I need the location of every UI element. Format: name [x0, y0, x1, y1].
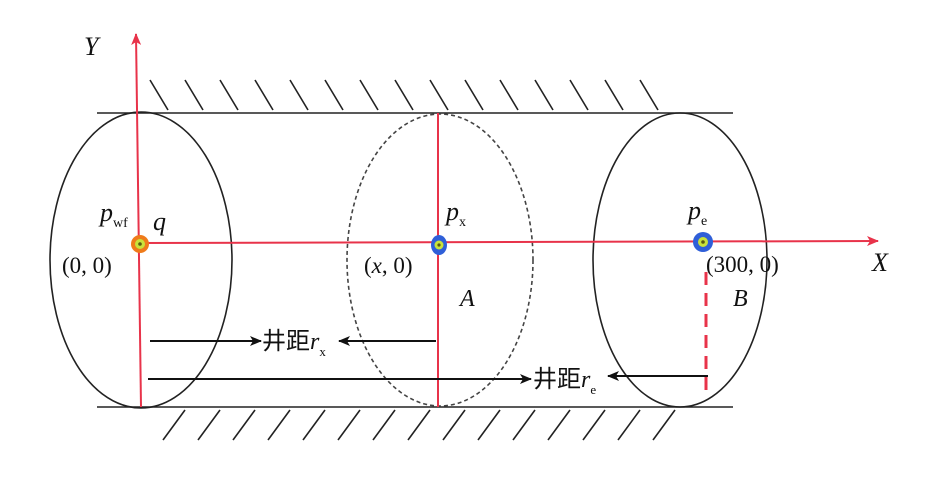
end-coord: (300, 0): [706, 252, 779, 277]
left-cross-section: [49, 111, 233, 409]
middle-coord: (x, 0): [364, 253, 413, 278]
re-distance-label: 井距re: [533, 366, 596, 397]
x-axis-label: X: [871, 248, 889, 277]
px-label: px: [444, 197, 466, 230]
rx-distance-label: 井距rx: [262, 328, 326, 359]
origin-marker: [131, 235, 149, 253]
end-marker: [693, 232, 713, 252]
top-boundary-hatching: [149, 79, 659, 111]
right-cross-section: [592, 112, 768, 408]
q-label: q: [153, 207, 166, 236]
pwf-label: pwf: [98, 198, 128, 231]
bottom-boundary-hatching: [162, 409, 676, 441]
x-axis: [140, 236, 879, 247]
pe-label: pe: [686, 196, 707, 229]
y-axis-label: Y: [84, 32, 101, 61]
origin-coord: (0, 0): [62, 253, 112, 278]
a-label: A: [458, 286, 475, 312]
b-label: B: [733, 286, 748, 312]
y-axis: [131, 33, 142, 408]
middle-cross-section-dashed: [346, 113, 534, 407]
middle-marker: [431, 235, 447, 255]
